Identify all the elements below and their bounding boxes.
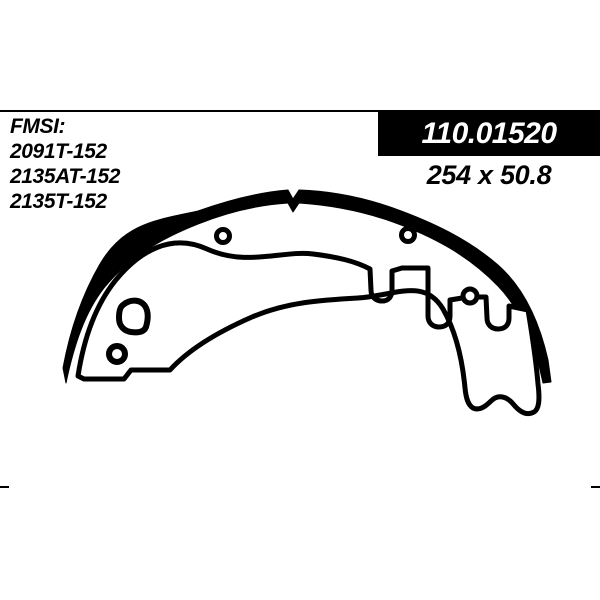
part-number-banner: 110.01520 xyxy=(378,112,600,156)
anchor-slot-d-cutout xyxy=(116,297,151,336)
fmsi-heading: FMSI: xyxy=(10,115,66,138)
shoe-web-plate xyxy=(75,240,542,417)
crop-mark-left xyxy=(0,486,9,488)
mounting-hole-upper-left xyxy=(214,227,232,245)
friction-lining-arc xyxy=(62,189,552,384)
fmsi-number-2: 2135AT-152 xyxy=(10,165,121,188)
mounting-hole-lower-right xyxy=(460,286,480,306)
part-number-text: 110.01520 xyxy=(421,117,557,150)
part-dimensions-text: 254 x 50.8 xyxy=(426,160,552,190)
mounting-hole-lower-left xyxy=(106,343,128,365)
fmsi-number-3: 2135T-152 xyxy=(10,190,107,213)
fmsi-number-1: 2091T-152 xyxy=(10,140,107,163)
crop-mark-right xyxy=(591,486,600,488)
fmsi-reference-block: FMSI: 2091T-152 2135AT-152 2135T-152 xyxy=(10,114,250,214)
mounting-hole-upper-right xyxy=(399,226,417,244)
header-divider-rule xyxy=(0,110,600,112)
